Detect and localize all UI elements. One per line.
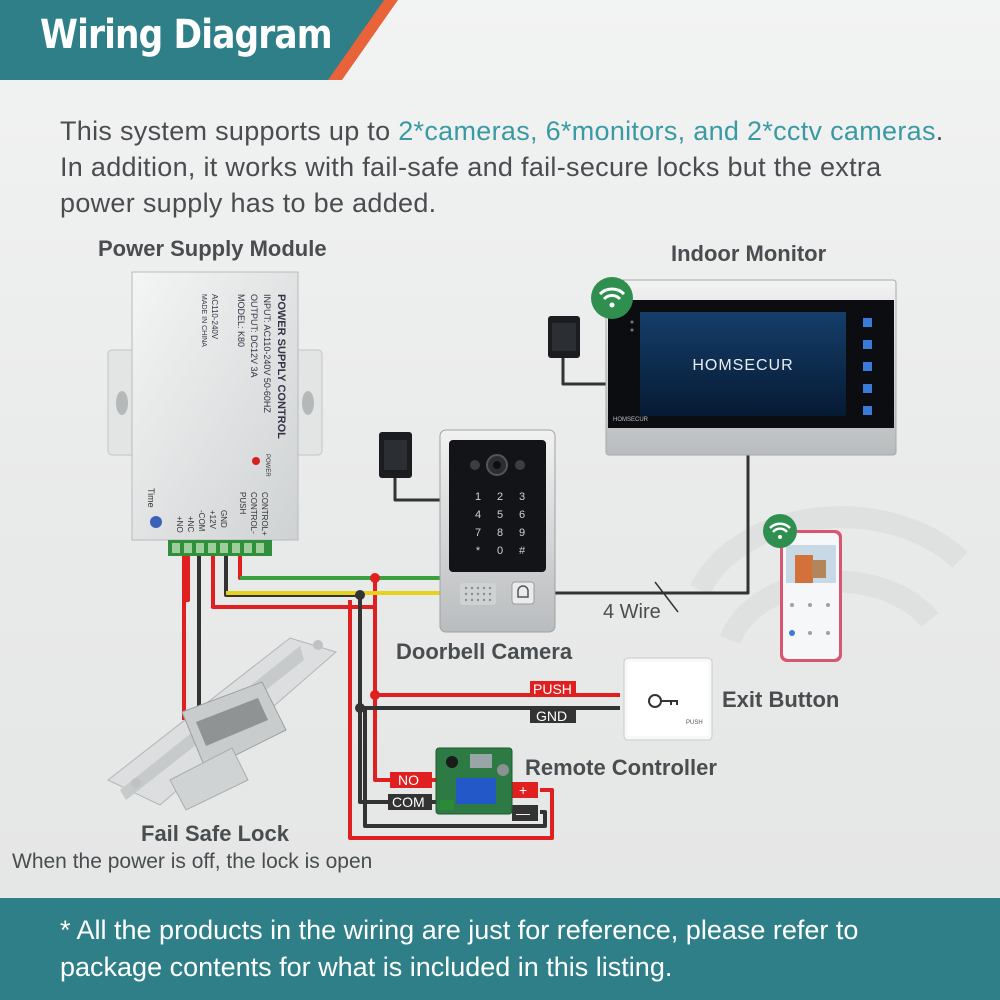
header-shape [0, 0, 398, 80]
tag-push: PUSH [533, 681, 572, 697]
keypad-key: 3 [519, 491, 525, 503]
mini-camera-monitor [548, 316, 580, 358]
indoor-monitor: HOMSECUR HOMSECUR [605, 279, 897, 456]
keypad-key: 0 [497, 545, 503, 557]
psu-terminal-control-plus: CONTROL+ [260, 492, 269, 536]
four-wire-label: 4 Wire [603, 601, 661, 623]
psu-terminal-block [168, 540, 272, 556]
wire-4wire [555, 455, 750, 595]
wifi-icon-phone [763, 514, 797, 548]
label-lock-note: When the power is off, the lock is open [12, 850, 373, 873]
wire-tags: PUSH GND NO COM + — [388, 681, 576, 821]
keypad-key: 4 [475, 509, 481, 521]
wire-monitor-camera-cable [561, 355, 608, 386]
wire-4wire-tick [654, 581, 679, 613]
psu-time-label: Time [146, 488, 156, 508]
intro-text: This system supports up to 2*cameras, 6*… [60, 113, 960, 221]
keypad-key: * [476, 545, 481, 557]
monitor-side-buttons [863, 318, 872, 415]
psu-label-made: MADE IN CHINA [200, 294, 207, 347]
keypad-key: 2 [497, 491, 503, 503]
footer-note: * All the products in the wiring are jus… [60, 915, 859, 982]
mini-camera-doorbell [379, 432, 412, 478]
label-indoor-monitor: Indoor Monitor [671, 241, 827, 266]
monitor-brand-small: HOMSECUR [613, 417, 649, 423]
label-doorbell-camera: Doorbell Camera [396, 639, 573, 664]
wire-remote-minus-loop [363, 710, 547, 828]
psu-terminal-control-minus: CONTROL- [249, 492, 258, 534]
keypad-key: 6 [519, 509, 525, 521]
psu-label-model: MODEL: K80 [236, 294, 246, 347]
label-exit-button: Exit Button [722, 687, 840, 712]
smartphone [780, 530, 842, 662]
exit-button-device: PUSH [623, 657, 713, 741]
remote-controller-board [435, 747, 513, 815]
psu-label-ac: AC110-240V [210, 294, 219, 340]
monitor-brand: HOMSECUR [692, 357, 793, 374]
page-title: Wiring Diagram [40, 12, 333, 58]
speaker-grille [464, 586, 492, 602]
psu-terminal-com: -COM [197, 510, 206, 532]
psu-power-led [252, 457, 260, 465]
psu-terminal-push: PUSH [238, 492, 247, 514]
keypad-key: # [519, 545, 526, 557]
wire-junctions [355, 573, 380, 713]
wire-red-to-remote-plus [185, 556, 190, 602]
exit-button-push-text: PUSH [686, 720, 703, 726]
wifi-icon-monitor [591, 277, 633, 319]
tag-gnd: GND [536, 708, 567, 724]
tag-minus: — [516, 805, 530, 821]
psu-label-title: POWER SUPPLY CONTROL [275, 294, 287, 439]
camera-keypad: 1 2 3 4 5 6 7 8 9 * 0 # [475, 491, 526, 557]
wire-remote-plus-loop [348, 600, 554, 840]
psu-terminal-nc: +NC [186, 516, 195, 532]
psu-terminal-12v: +12V [208, 510, 217, 530]
psu-label-output: OUTPUT: DC12V 3A [249, 294, 259, 378]
tag-no: NO [398, 772, 419, 788]
keypad-key: 9 [519, 527, 525, 539]
keypad-key: 5 [497, 509, 503, 521]
psu-time-knob [150, 516, 162, 528]
label-power-supply: Power Supply Module [98, 236, 327, 261]
tag-plus: + [519, 782, 527, 798]
intro-prefix: This system supports up to [60, 116, 399, 146]
label-fail-safe-lock: Fail Safe Lock [141, 821, 289, 846]
keypad-key: 1 [475, 491, 481, 503]
header-banner: Wiring Diagram [0, 0, 1000, 82]
psu-terminal-no: +NO [175, 516, 184, 533]
wire-doorbell-camera-cable [393, 476, 442, 502]
intro-highlight: 2*cameras, 6*monitors, and 2*cctv camera… [398, 116, 936, 146]
psu-label-input: INPUT: AC110-240V 50-60HZ [262, 294, 272, 413]
psu-power-label: POWER [264, 454, 270, 477]
keypad-key: 8 [497, 527, 503, 539]
fail-safe-lock [107, 637, 338, 811]
footer-banner: * All the products in the wiring are jus… [0, 898, 1000, 1000]
intro-suffix: . In addition, it works with fail-safe a… [60, 116, 944, 218]
psu-terminal-gnd: GND [219, 510, 228, 528]
keypad-key: 7 [475, 527, 481, 539]
label-remote-controller: Remote Controller [525, 755, 717, 780]
doorbell-camera: 1 2 3 4 5 6 7 8 9 * 0 # [439, 429, 556, 633]
power-supply-module: POWER SUPPLY CONTROL INPUT: AC110-240V 5… [107, 271, 323, 556]
tag-com: COM [392, 794, 425, 810]
